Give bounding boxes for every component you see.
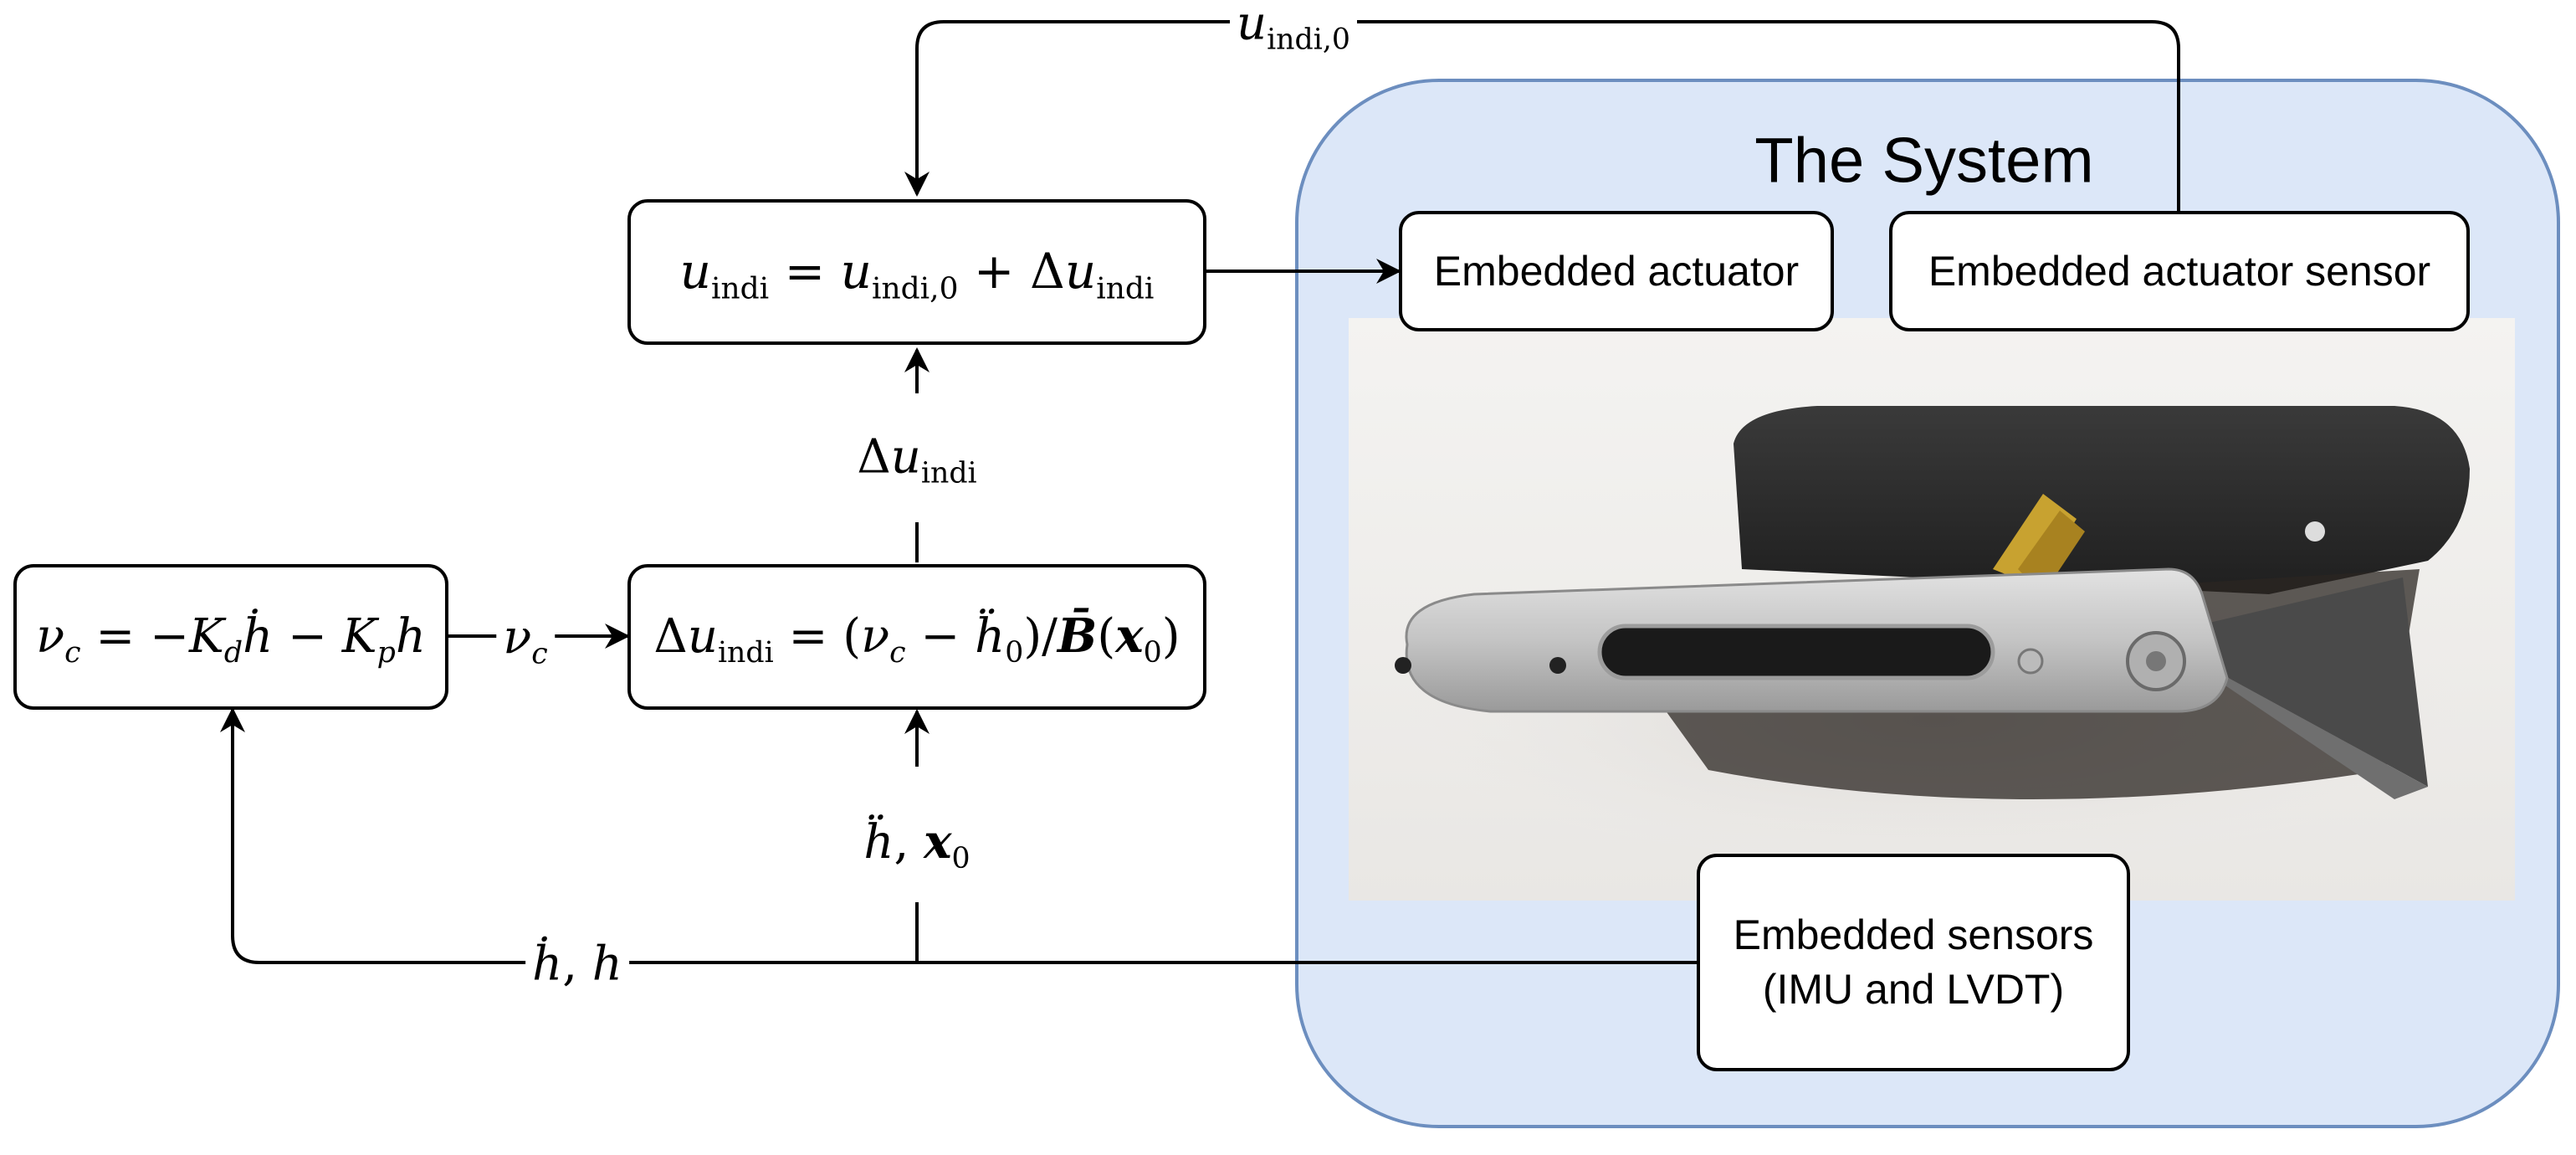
embedded-sensors-sublabel: (IMU and LVDT)	[1762, 966, 2065, 1013]
line-u-indi-0	[904, 20, 2180, 211]
embedded-actuator-sensor-block: Embedded actuator sensor	[1889, 211, 2470, 331]
indi-increment-block: Δuindi = (νc − ḧ0)/B̄(x0)	[627, 564, 1206, 710]
indi-output-block: uindi = uindi,0 + Δuindi	[627, 199, 1206, 345]
signal-hdd-x0: ḧ, x0	[863, 814, 970, 876]
indi-increment-equation: Δuindi = (νc − ḧ0)/B̄(x0)	[653, 608, 1180, 670]
embedded-actuator-label: Embedded actuator	[1433, 248, 1800, 295]
signal-delta-u-indi: Δuindi	[857, 429, 977, 490]
embedded-sensors-block: Embedded sensors (IMU and LVDT)	[1697, 854, 2130, 1071]
line-feedback-bottom	[220, 707, 1697, 964]
signal-nu-c: νc	[496, 610, 555, 669]
embedded-actuator-sensor-label: Embedded actuator sensor	[1928, 248, 2431, 295]
embedded-sensors-label: Embedded sensors	[1733, 911, 2094, 958]
indi-output-equation: uindi = uindi,0 + Δuindi	[679, 243, 1155, 306]
signal-hd-h: ḣ, h	[525, 937, 629, 992]
signal-u-indi-0: uindi,0	[1230, 0, 1357, 54]
pd-controller-block: νc = −Kdḣ − Kph	[13, 564, 448, 710]
system-title: The System	[1754, 125, 2094, 197]
pd-controller-equation: νc = −Kdḣ − Kph	[36, 609, 426, 670]
embedded-actuator-block: Embedded actuator	[1399, 211, 1834, 331]
wing-section-icon	[1395, 406, 2470, 862]
wing-section-photo	[1349, 318, 2515, 901]
